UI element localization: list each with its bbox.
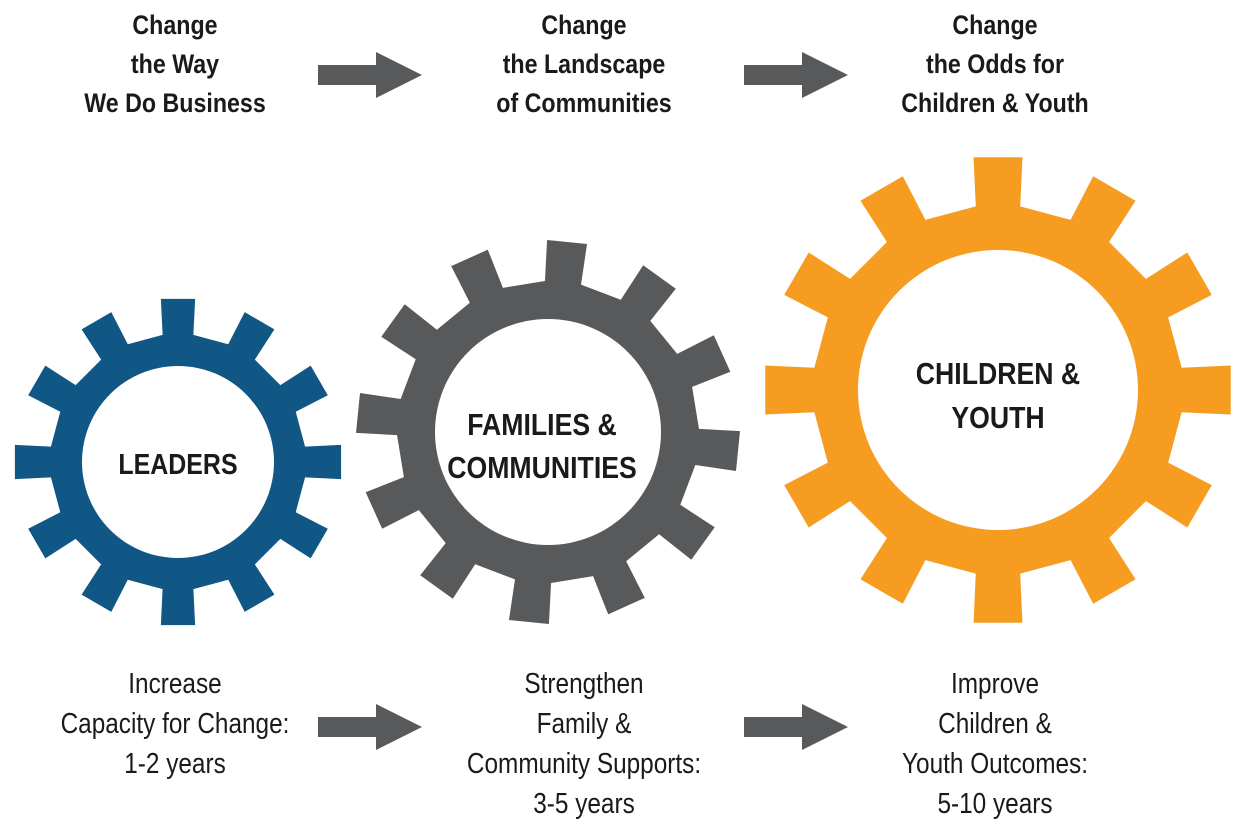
top-caption-business: Change the Way We Do Business: [68, 6, 283, 123]
arrow-shape: [744, 52, 848, 98]
arrow-right-icon: [744, 704, 848, 750]
gear-label-line: COMMUNITIES: [447, 450, 637, 485]
bottom-caption-line: Community Supports:: [466, 748, 702, 780]
bottom-caption-line: Improve: [950, 668, 1039, 700]
gear-label-children-youth: CHILDREN & YOUTH: [878, 352, 1119, 440]
children-youth-gear-icon: [765, 157, 1231, 623]
arrow-shape: [318, 52, 422, 98]
families-communities-gear-icon: [356, 240, 740, 624]
gear-label-line: FAMILIES &: [467, 407, 617, 442]
top-caption-line: Change: [952, 10, 1038, 40]
bottom-caption-families: Strengthen Family & Community Supports: …: [458, 664, 710, 824]
gear-label-families-communities: FAMILIES & COMMUNITIES: [430, 403, 654, 489]
arrow-shape: [744, 704, 848, 750]
top-caption-line: Change: [541, 10, 627, 40]
top-caption-line: the Landscape: [502, 49, 666, 79]
bottom-caption-line: Strengthen: [524, 668, 644, 700]
bottom-caption-leaders: Increase Capacity for Change: 1-2 years: [53, 664, 297, 784]
top-caption-line: Change: [132, 10, 218, 40]
leaders-gear-icon: [14, 298, 342, 626]
bottom-caption-line: Increase: [128, 668, 222, 700]
top-caption-line: We Do Business: [84, 88, 266, 118]
top-caption-communities: Change the Landscape of Communities: [472, 6, 696, 123]
arrow-right-icon: [318, 52, 422, 98]
bottom-caption-line: Children &: [938, 708, 1052, 740]
arrow-right-icon: [744, 52, 848, 98]
top-caption-line: the Way: [130, 49, 220, 79]
gear-label-leaders: LEADERS: [92, 447, 264, 483]
arrow-shape: [318, 704, 422, 750]
top-caption-line: of Communities: [496, 88, 672, 118]
gear-label-line: YOUTH: [951, 400, 1045, 435]
bottom-caption-line: 5-10 years: [937, 788, 1053, 820]
gear-label-line: CHILDREN &: [915, 356, 1081, 391]
bottom-caption-line: Youth Outcomes:: [902, 748, 1088, 780]
bottom-caption-children: Improve Children & Youth Outcomes: 5-10 …: [882, 664, 1109, 824]
bottom-caption-line: Family &: [536, 708, 632, 740]
gear-label-line: LEADERS: [118, 449, 238, 481]
bottom-caption-line: 1-2 years: [124, 748, 226, 780]
top-caption-line: the Odds for: [925, 49, 1065, 79]
arrow-right-icon: [318, 704, 422, 750]
top-caption-odds: Change the Odds for Children & Youth: [879, 6, 1111, 123]
bottom-caption-line: Capacity for Change:: [60, 708, 290, 740]
bottom-caption-line: 3-5 years: [533, 788, 635, 820]
top-caption-line: Children & Youth: [901, 88, 1089, 118]
